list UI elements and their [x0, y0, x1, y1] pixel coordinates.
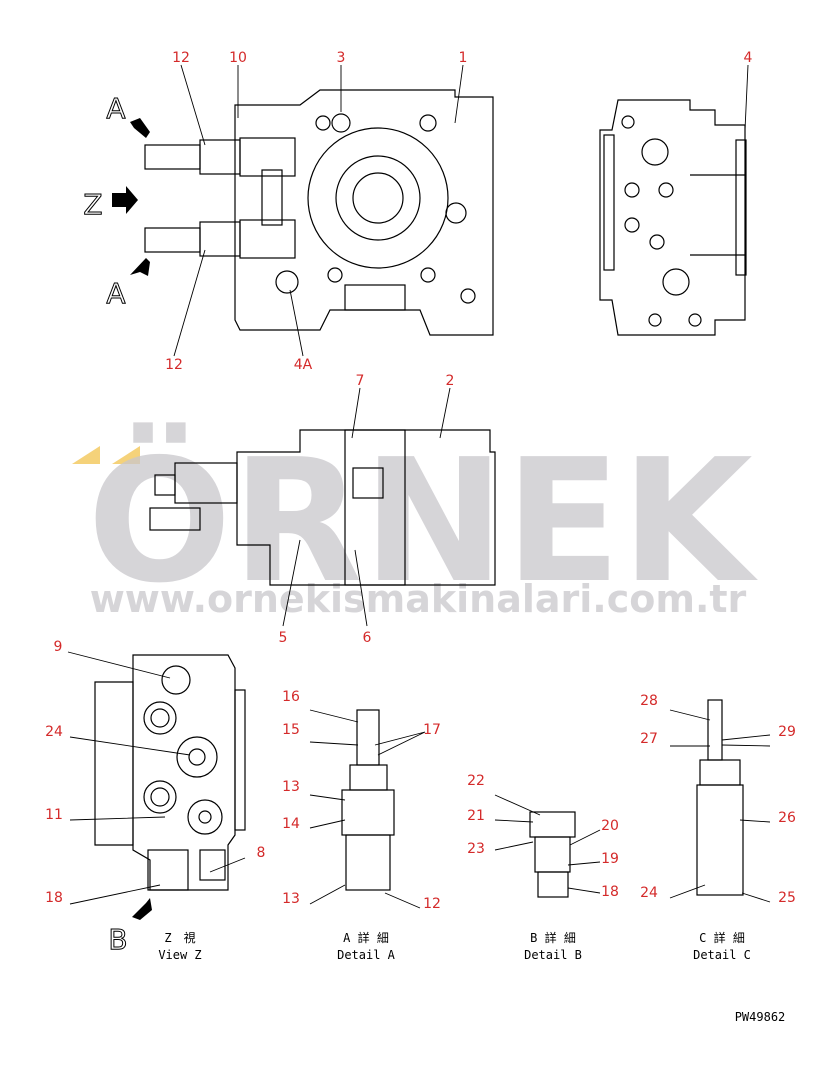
- middle-view: [149, 429, 496, 586]
- arrow-a-bottom-icon: [130, 258, 150, 276]
- view-z-caption-jp: Z 視: [164, 930, 195, 945]
- part-label: 4: [744, 50, 753, 66]
- part-label: 26: [778, 810, 796, 826]
- part-label: 8: [257, 845, 266, 861]
- view-z-caption-en: View Z: [158, 948, 201, 962]
- part-label: 16: [282, 689, 300, 705]
- watermark-url: www.ornekismakinalari.com.tr: [90, 577, 747, 621]
- top-side-view: [599, 99, 747, 336]
- leader-lines: [67, 64, 771, 909]
- part-label: 12: [423, 896, 441, 912]
- drawing-number: PW49862: [735, 1010, 786, 1024]
- detail-b-labels: 22 21 20 23 19 18: [467, 773, 619, 900]
- view-letter-a-bottom: A: [106, 277, 125, 310]
- view-z-drawing: [94, 654, 246, 920]
- watermark: ÖRNEK www.ornekismakinalari.com.tr: [72, 422, 758, 621]
- part-label: 11: [45, 807, 63, 823]
- part-label: 9: [54, 639, 63, 655]
- part-label: 3: [337, 50, 346, 66]
- watermark-brand: ÖRNEK: [87, 422, 758, 621]
- part-label: 18: [601, 884, 619, 900]
- part-label: 23: [467, 841, 485, 857]
- view-letter-b: B: [108, 923, 127, 956]
- part-label: 13: [282, 779, 300, 795]
- part-label: 17: [423, 722, 441, 738]
- top-view-labels: 12 10 3 1 4 12 4A: [165, 50, 752, 373]
- part-label: 22: [467, 773, 485, 789]
- part-label: 13: [282, 891, 300, 907]
- part-label: 27: [640, 731, 658, 747]
- part-label: 18: [45, 890, 63, 906]
- side-view-labels: 7 2 5 6: [279, 373, 455, 646]
- part-label: 24: [640, 885, 658, 901]
- view-letter-z: Z: [83, 188, 102, 221]
- watermark-accent: [112, 446, 140, 464]
- part-label: 10: [229, 50, 247, 66]
- top-front-view: [144, 89, 494, 336]
- part-label: 29: [778, 724, 796, 740]
- arrow-a-top-icon: [130, 118, 150, 138]
- detail-b-caption-jp: B 詳 細: [530, 930, 576, 945]
- watermark-accent: [72, 446, 100, 464]
- part-label: 15: [282, 722, 300, 738]
- part-label: 24: [45, 724, 63, 740]
- detail-c-caption-jp: C 詳 細: [699, 930, 745, 945]
- detail-c-caption-en: Detail C: [693, 948, 751, 962]
- part-label: 12: [172, 50, 190, 66]
- arrow-z-icon: [112, 186, 138, 214]
- detail-a-caption-jp: A 詳 細: [343, 930, 389, 945]
- detail-a-caption-en: Detail A: [337, 948, 396, 962]
- part-label: 21: [467, 808, 485, 824]
- detail-b-caption-en: Detail B: [524, 948, 582, 962]
- part-label: 6: [363, 630, 372, 646]
- detail-c-labels: 28 27 29 26 24 25: [640, 693, 796, 906]
- part-label: 12: [165, 357, 183, 373]
- part-label: 14: [282, 816, 300, 832]
- part-label: 25: [778, 890, 796, 906]
- part-label: 4A: [294, 357, 313, 373]
- part-label: 19: [601, 851, 619, 867]
- detail-a-drawing: [341, 709, 395, 891]
- part-label: 7: [356, 373, 365, 389]
- part-label: 20: [601, 818, 619, 834]
- detail-b-drawing: [529, 811, 576, 898]
- view-z-labels: 9 24 11 8 18: [45, 639, 265, 906]
- detail-c-drawing: [696, 699, 744, 896]
- part-label: 5: [279, 630, 288, 646]
- arrow-b-icon: [132, 898, 152, 920]
- part-label: 28: [640, 693, 658, 709]
- part-label: 2: [446, 373, 455, 389]
- part-label: 1: [459, 50, 468, 66]
- view-letter-a-top: A: [106, 92, 125, 125]
- detail-a-labels: 16 15 17 13 14 13 12: [282, 689, 441, 912]
